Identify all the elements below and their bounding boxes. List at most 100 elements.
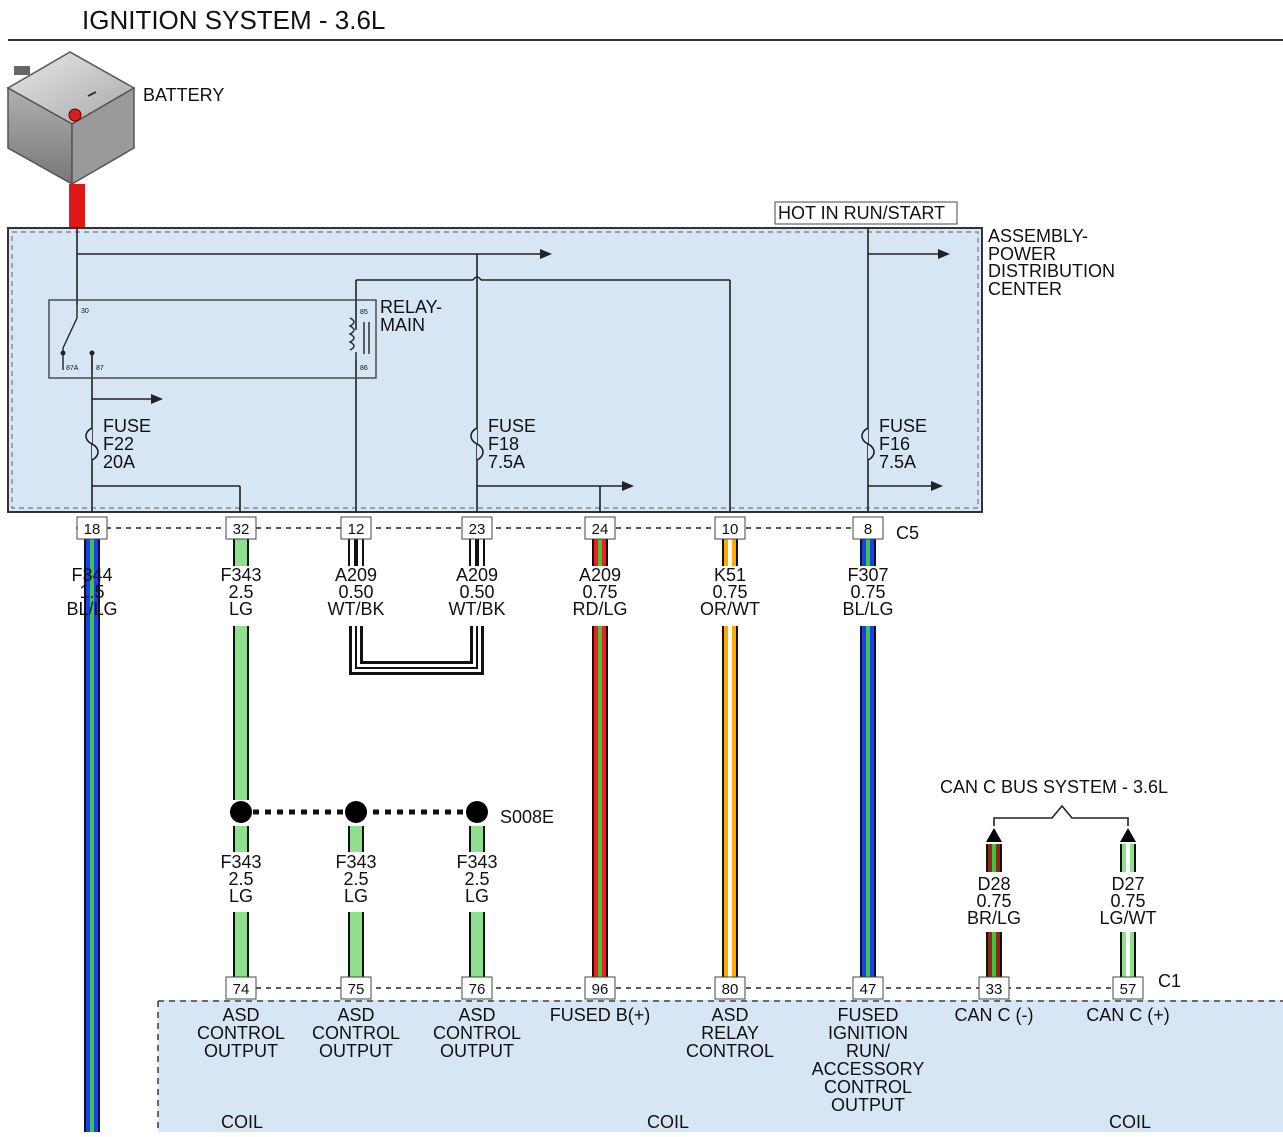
splice-label: S008E <box>500 807 554 827</box>
can-wire-d28 <box>986 844 1002 872</box>
svg-text:FUSE: FUSE <box>879 416 927 436</box>
pcm-pin-function-75: CONTROL <box>312 1023 400 1043</box>
wire-f343-pin-32 <box>233 626 249 800</box>
wire-k51-pin-10 <box>722 626 738 978</box>
wire-label-24: A209 <box>579 565 621 585</box>
wire-label-8: 0.75 <box>850 582 885 602</box>
can-wire-label: LG/WT <box>1100 908 1157 928</box>
splice-wire-2 <box>348 912 364 978</box>
c1-pin-33: 33 <box>986 981 1003 998</box>
svg-text:F18: F18 <box>488 434 519 454</box>
relay-contact-dot <box>60 350 66 356</box>
pcm-pin-function-47: IGNITION <box>828 1023 908 1043</box>
c1-pin-75: 75 <box>348 981 365 998</box>
svg-text:85: 85 <box>360 309 368 316</box>
pcm-pin-function-80: ASD <box>711 1005 748 1025</box>
svg-text:F16: F16 <box>879 434 910 454</box>
relay-main-box <box>48 299 377 379</box>
c1-pin-76: 76 <box>469 981 486 998</box>
svg-text:7.5A: 7.5A <box>879 452 916 472</box>
c5-pin-10: 10 <box>722 521 739 538</box>
c1-pin-57: 57 <box>1120 981 1137 998</box>
splice-wire-3 <box>469 826 485 852</box>
c1-pin-57-box <box>1112 976 1144 1000</box>
svg-text:7.5A: 7.5A <box>488 452 525 472</box>
relay-pin-labels: 30 87A 87 85 86 <box>66 308 368 372</box>
splice-wire-label: 2.5 <box>464 869 489 889</box>
wire-label-12: WT/BK <box>328 599 385 619</box>
pcm-pin-function-57: CAN C (+) <box>1086 1005 1170 1025</box>
pcm-module <box>158 1000 1283 1137</box>
c1-pin-47: 47 <box>860 981 877 998</box>
pdc-label: ASSEMBLY- POWER DISTRIBUTION CENTER <box>988 226 1115 299</box>
wire-label-32: 2.5 <box>228 582 253 602</box>
splice-wire-2 <box>348 826 364 852</box>
page-title: IGNITION SYSTEM - 3.6L <box>82 5 385 35</box>
svg-text:CENTER: CENTER <box>988 279 1062 299</box>
pcm-pin-function-47: CONTROL <box>824 1077 912 1097</box>
c1-pin-75-box <box>340 976 372 1000</box>
c1-pin-80: 80 <box>722 981 739 998</box>
connector-c1-label: C1 <box>1158 971 1181 991</box>
svg-text:87: 87 <box>96 365 104 372</box>
c5-pin-10-box <box>714 516 746 540</box>
c1-pin-47-box <box>852 976 884 1000</box>
can-wire-d27 <box>1120 844 1136 872</box>
wire-label-24: 0.75 <box>582 582 617 602</box>
can-bus-arrow-icon <box>1120 828 1136 842</box>
relay-contacts <box>62 305 370 370</box>
wire-label-24: RD/LG <box>572 599 627 619</box>
relay-label: RELAY- <box>380 297 442 317</box>
c1-pin-96: 96 <box>592 981 609 998</box>
c5-pin-12: 12 <box>348 521 365 538</box>
svg-text:86: 86 <box>360 365 368 372</box>
splice-node <box>345 801 367 823</box>
jumper-wire-loop <box>355 626 478 669</box>
splice-wire-label: LG <box>229 886 253 906</box>
wire-label-32: LG <box>229 599 253 619</box>
jumper-wire-loop <box>349 626 484 675</box>
fuse-f18: FUSE F18 7.5A <box>470 416 536 472</box>
wire-a209-pin-24 <box>592 626 608 978</box>
wire-label-18: BL/LG <box>66 599 117 619</box>
coil-label: COIL <box>647 1112 689 1132</box>
wire-label-23: 0.50 <box>459 582 494 602</box>
splice-wire-label: LG <box>465 886 489 906</box>
c5-pin-32-box <box>225 516 257 540</box>
pcm-pin-function-76: CONTROL <box>433 1023 521 1043</box>
pdc-internal-wiring <box>76 228 940 512</box>
pcm-pin-function-80: RELAY <box>701 1023 759 1043</box>
wire-label-12: 0.50 <box>338 582 373 602</box>
hot-in-run-start-box <box>774 201 958 225</box>
wire-f343-pin-32 <box>233 539 249 566</box>
coil-label: COIL <box>221 1112 263 1132</box>
svg-text:20A: 20A <box>103 452 135 472</box>
wire-f344-pin-18 <box>84 539 100 1132</box>
c1-pin-74-box <box>225 976 257 1000</box>
can-wire-label: D28 <box>977 874 1010 894</box>
can-bus-label: CAN C BUS SYSTEM - 3.6L <box>940 777 1168 797</box>
svg-text:POWER: POWER <box>988 244 1056 264</box>
can-bus-bracket <box>993 804 1129 826</box>
splice-wire-label: F343 <box>456 852 497 872</box>
splice-wire-label: LG <box>344 886 368 906</box>
relay-contact-dot <box>89 350 95 356</box>
pcm-pin-function-47: FUSED <box>837 1005 898 1025</box>
arrow-icons <box>151 249 950 491</box>
c5-pin-32: 32 <box>233 521 250 538</box>
fuse-f22: FUSE F22 20A <box>85 416 151 472</box>
pcm-pin-function-47: RUN/ <box>846 1041 890 1061</box>
wire-label-8: BL/LG <box>842 599 893 619</box>
c5-pin-23: 23 <box>469 521 486 538</box>
wire-f307-pin-8 <box>860 626 876 978</box>
pcm-pin-function-74: OUTPUT <box>204 1041 278 1061</box>
wire-label-18: 1.5 <box>79 582 104 602</box>
pcm-pin-function-76: OUTPUT <box>440 1041 514 1061</box>
c5-pin-18-box <box>76 516 108 540</box>
battery-cable <box>69 184 85 228</box>
pcm-pin-function-74: CONTROL <box>197 1023 285 1043</box>
splice-wire-1 <box>233 826 249 852</box>
wire-a209-pin-24 <box>592 539 608 566</box>
c5-pin-8-box <box>852 516 884 540</box>
labels-layer: 18F3441.5BL/LG32F3432.5LG12A2090.50WT/BK… <box>66 516 1170 1115</box>
